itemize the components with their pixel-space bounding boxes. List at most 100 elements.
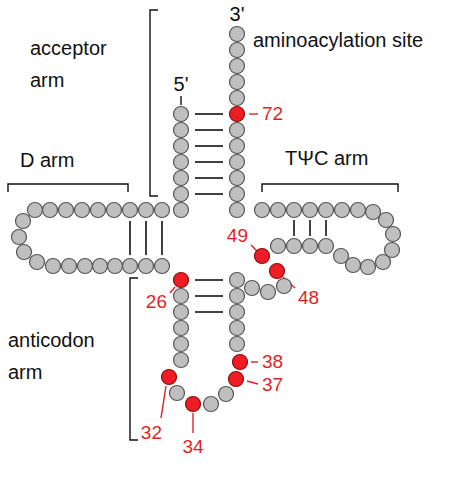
base-pair: [195, 193, 223, 195]
marked-nucleotide: [233, 355, 248, 370]
nucleotide: [335, 203, 350, 218]
marked-nucleotide: [186, 397, 201, 412]
nucleotide: [271, 239, 286, 254]
base-pair: [195, 129, 223, 131]
base-pair: [161, 221, 163, 255]
nucleotide: [174, 155, 189, 170]
nucleotide: [219, 387, 234, 402]
nucleotide: [139, 259, 154, 274]
acceptor-bracket: [150, 10, 158, 196]
leader-lines: [161, 114, 295, 433]
nucleotide: [174, 139, 189, 154]
callout-number: 37: [262, 373, 283, 397]
nucleotide: [346, 258, 361, 273]
marked-nucleotide: [230, 107, 245, 122]
nucleotide: [43, 203, 58, 218]
nucleotide: [230, 139, 245, 154]
nucleotide: [139, 203, 154, 218]
callout-number: 72: [262, 102, 283, 126]
nucleotide: [123, 259, 138, 274]
nucleotide: [287, 239, 302, 254]
nucleotide: [108, 259, 123, 274]
nucleotide: [107, 203, 122, 218]
callout-number: 26: [146, 290, 167, 314]
base-pair: [195, 161, 223, 163]
callout-number: 48: [298, 286, 319, 310]
nucleotide: [271, 203, 286, 218]
base-pairs: [130, 114, 326, 312]
nucleotide: [230, 91, 245, 106]
callout-number: 32: [141, 421, 162, 445]
nucleotide: [230, 27, 245, 42]
part-label: anticodon arm: [8, 324, 118, 388]
nucleotide: [46, 259, 61, 274]
nucleotide: [230, 289, 245, 304]
nucleotide: [174, 321, 189, 336]
part-label: 5': [174, 72, 189, 96]
part-label: TΨC arm: [285, 146, 368, 170]
nucleotides: [12, 27, 401, 412]
leader-line: [251, 245, 257, 251]
base-pair: [195, 145, 223, 147]
nucleotide: [155, 203, 170, 218]
leader-line: [161, 386, 166, 418]
nucleotide: [91, 203, 106, 218]
part-label: acceptor arm: [30, 32, 135, 96]
nucleotide: [277, 279, 292, 294]
nucleotide: [17, 245, 32, 260]
callout-number: 34: [182, 435, 203, 459]
part-label: aminoacylation site: [253, 28, 423, 52]
base-pair: [195, 311, 223, 313]
nucleotide: [230, 75, 245, 90]
nucleotide: [230, 171, 245, 186]
part-label: 3': [230, 2, 245, 26]
nucleotide: [230, 187, 245, 202]
nucleotide: [303, 203, 318, 218]
nucleotide: [174, 337, 189, 352]
nucleotide: [230, 337, 245, 352]
nucleotide: [174, 353, 189, 368]
marked-nucleotide: [162, 370, 177, 385]
nucleotide: [287, 203, 302, 218]
nucleotide: [62, 259, 77, 274]
base-pair: [195, 279, 223, 281]
nucleotide: [230, 203, 245, 218]
nucleotide: [261, 285, 276, 300]
nucleotide: [174, 305, 189, 320]
nucleotide: [28, 203, 43, 218]
nucleotide: [230, 273, 245, 288]
nucleotide: [123, 203, 138, 218]
nucleotide: [230, 321, 245, 336]
leader-line: [249, 113, 258, 114]
base-pair: [309, 220, 311, 236]
base-pair: [195, 295, 223, 297]
nucleotide: [174, 107, 189, 122]
nucleotide: [78, 259, 93, 274]
base-pair: [293, 220, 295, 236]
nucleotide: [319, 239, 334, 254]
nucleotide: [170, 386, 185, 401]
part-label: D arm: [20, 148, 74, 172]
nucleotide: [230, 43, 245, 58]
nucleotide: [174, 289, 189, 304]
marked-nucleotide: [255, 249, 270, 264]
nucleotide: [93, 259, 108, 274]
marked-nucleotide: [174, 273, 189, 288]
nucleotide: [366, 205, 381, 220]
nucleotide: [59, 203, 74, 218]
nucleotide: [174, 171, 189, 186]
nucleotide: [75, 203, 90, 218]
nucleotide: [255, 203, 270, 218]
nucleotide: [230, 305, 245, 320]
nucleotide: [174, 123, 189, 138]
leader-line: [247, 381, 258, 384]
nucleotide: [230, 59, 245, 74]
callout-number: 49: [227, 224, 248, 248]
nucleotide: [155, 259, 170, 274]
nucleotide: [30, 255, 45, 270]
nucleotide: [204, 397, 219, 412]
tpsic-arm-bracket: [262, 184, 398, 192]
nucleotide: [361, 260, 376, 275]
base-pair: [195, 113, 223, 115]
base-pair: [129, 221, 131, 255]
